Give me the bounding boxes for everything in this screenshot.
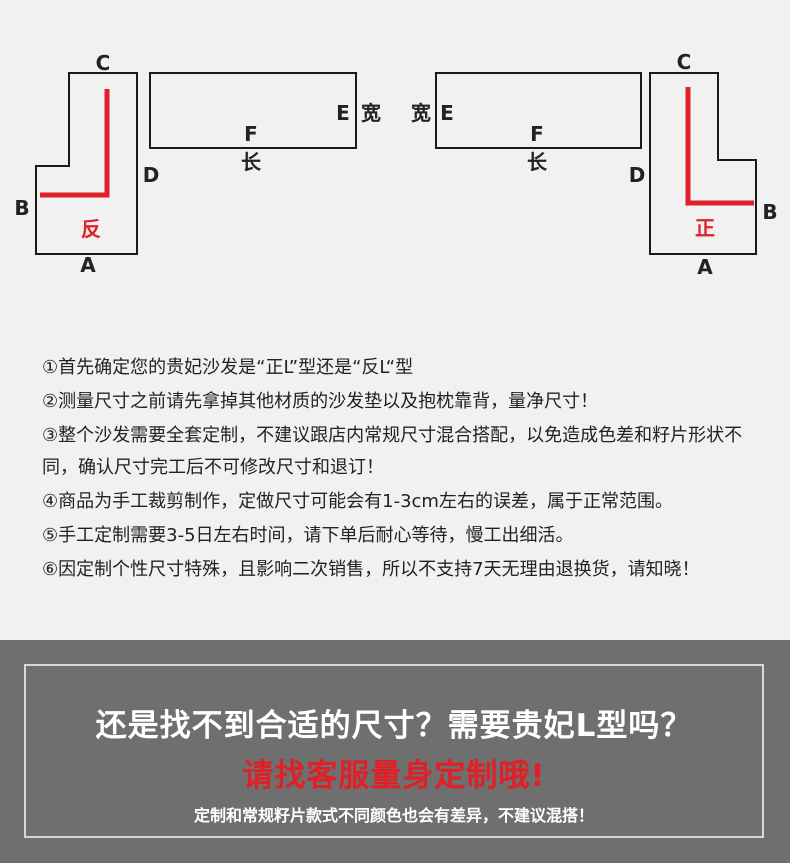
left-label-d: D: [143, 163, 160, 187]
left-corner-outline: [35, 72, 138, 255]
left-label-f: F: [244, 122, 258, 146]
right-bar-piece: 宽 E F 长: [411, 72, 642, 174]
left-corner-red-guide: [40, 89, 110, 198]
note-6: ⑥因定制个性尺寸特殊，且影响二次销售，所以不支持7天无理由退换货，请知晓！: [42, 559, 700, 580]
left-bar-piece: E 宽 F 长: [149, 72, 381, 174]
right-corner-piece: C B A D 正: [629, 50, 778, 279]
left-label-width: 宽: [361, 101, 381, 125]
left-corner-piece: C B A D 反: [14, 51, 159, 277]
right-label-width: 宽: [411, 101, 431, 125]
note-2: ②测量尺寸之前请先拿掉其他材质的沙发垫以及抱枕靠背，量净尺寸！: [42, 391, 599, 412]
note-4: ④商品为手工裁剪制作，定做尺寸可能会有1-3cm左右的误差，属于正常范围。: [42, 491, 673, 512]
right-label-a: A: [697, 255, 713, 279]
measurement-notes: ①首先确定您的贵妃沙发是“正L”型还是“反L“型 ②测量尺寸之前请先拿掉其他材质…: [42, 352, 762, 588]
left-label-length: 长: [241, 150, 262, 174]
banner-headline: 还是找不到合适的尺寸？需要贵妃L型吗？: [95, 708, 693, 744]
right-label-f: F: [530, 122, 544, 146]
left-label-a: A: [80, 253, 96, 277]
left-label-c: C: [96, 51, 111, 75]
right-label-b: B: [762, 200, 777, 224]
right-label-length: 长: [527, 150, 548, 174]
custom-order-banner: 还是找不到合适的尺寸？需要贵妃L型吗？ 请找客服量身定制哦! 定制和常规籽片款式…: [0, 640, 790, 863]
note-3: ③整个沙发需要全套定制，不建议跟店内常规尺寸混合搭配，以免造成色差和籽片形状不同…: [42, 425, 743, 478]
note-5: ⑤手工定制需要3-5日左右时间，请下单后耐心等待，慢工出细活。: [42, 525, 574, 546]
right-corner-red-guide: [685, 87, 754, 206]
right-normal-mark: 正: [695, 216, 715, 240]
right-bar-outline: [435, 72, 642, 149]
right-label-d: D: [629, 163, 646, 187]
left-label-b: B: [14, 196, 29, 220]
banner-frame: 还是找不到合适的尺寸？需要贵妃L型吗？ 请找客服量身定制哦! 定制和常规籽片款式…: [24, 664, 764, 838]
note-1: ①首先确定您的贵妃沙发是“正L”型还是“反L“型: [42, 357, 414, 378]
right-label-c: C: [677, 50, 692, 74]
left-reverse-mark: 反: [81, 217, 101, 241]
left-bar-outline: [149, 72, 357, 149]
left-label-e: E: [336, 101, 350, 125]
sofa-measurement-diagram: C B A D 反 E 宽 F 长 宽 E F 长 C B A D 正: [14, 50, 778, 279]
banner-footnote: 定制和常规籽片款式不同颜色也会有差异，不建议混搭！: [193, 806, 594, 825]
right-label-e: E: [440, 101, 454, 125]
banner-subheadline: 请找客服量身定制哦!: [242, 758, 546, 794]
right-corner-outline: [649, 72, 757, 255]
